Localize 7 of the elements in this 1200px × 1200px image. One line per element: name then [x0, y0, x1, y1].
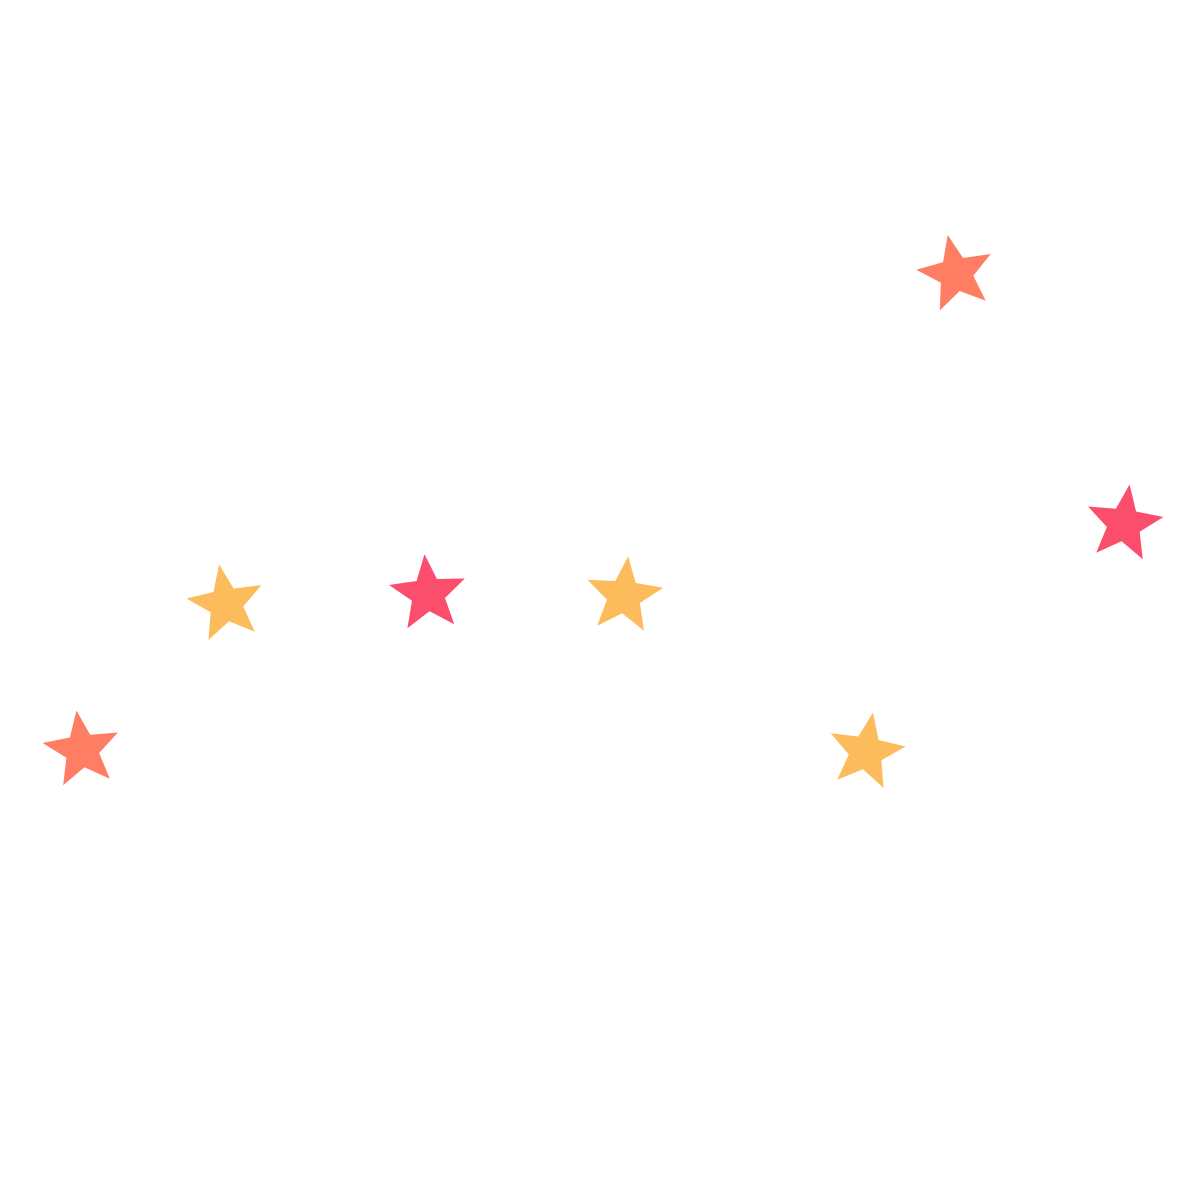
star-icon [389, 554, 465, 629]
star-icon [587, 556, 664, 631]
star-icon [1088, 484, 1164, 560]
star-icon [916, 234, 991, 311]
star-icon [830, 712, 906, 788]
star-icon [186, 564, 262, 640]
star-icon [42, 710, 118, 786]
